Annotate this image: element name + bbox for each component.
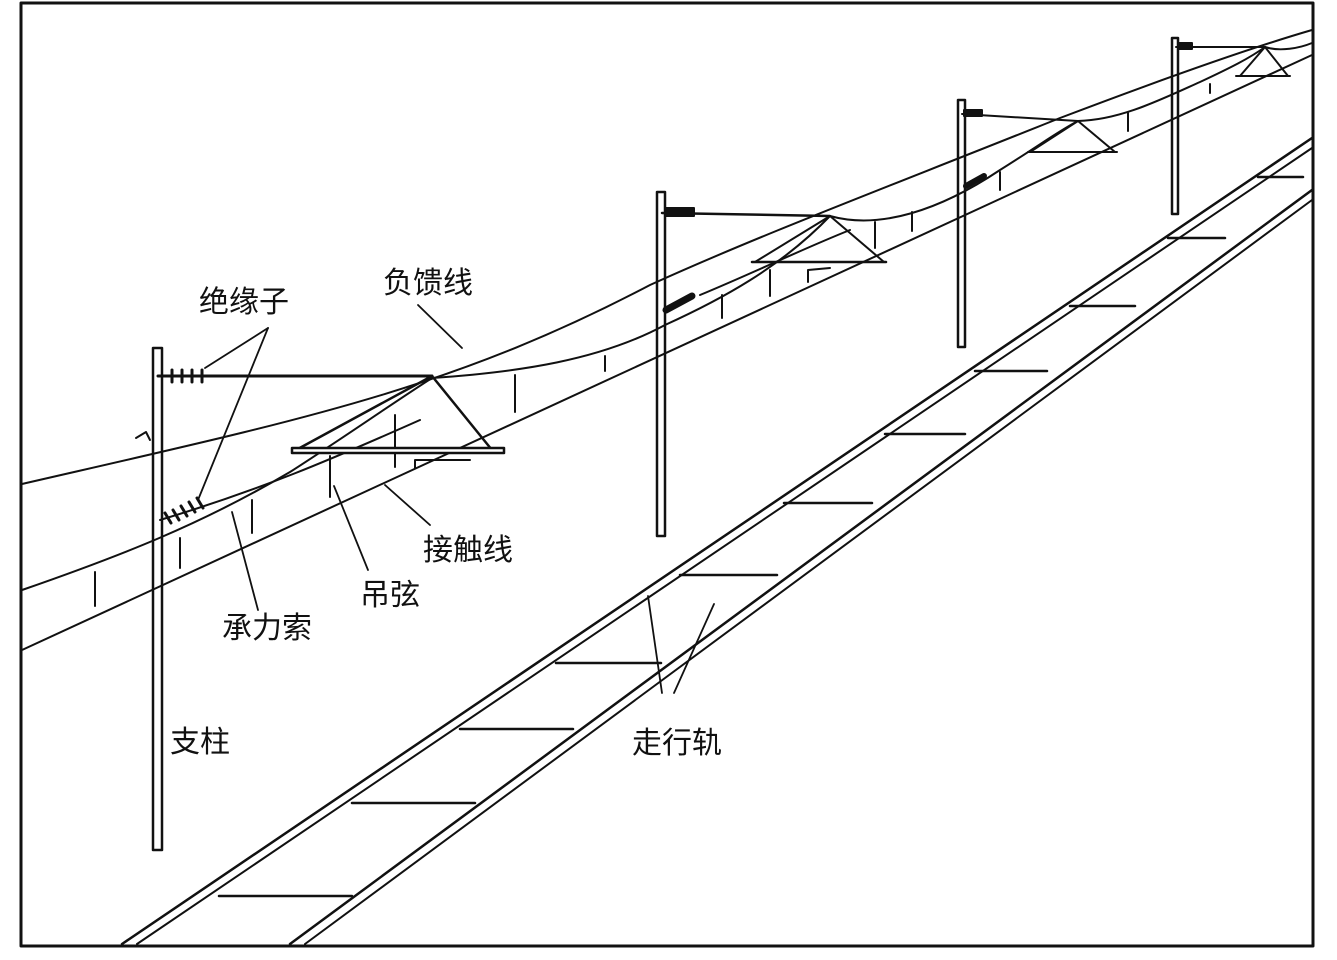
leader-negative-feeder: [417, 304, 463, 349]
leader-insulator-lower: [197, 327, 269, 501]
leader-running-rail-right: [673, 603, 715, 694]
label-insulator: 绝缘子: [199, 285, 289, 320]
insulator-upper: [170, 368, 204, 384]
leader-lines: [197, 304, 715, 694]
cantilever-1: [156, 368, 506, 525]
sleepers: [217, 175, 1305, 898]
leader-running-rail-left: [647, 595, 663, 694]
running-rail-right-inner: [304, 199, 1313, 945]
insulator: [963, 173, 987, 189]
contact-wire-stagger: [159, 229, 851, 521]
track: [120, 136, 1314, 946]
label-negative-feeder: 负馈线: [383, 266, 473, 301]
pole-1: [151, 346, 164, 852]
insulator-lower: [163, 496, 205, 525]
label-dropper: 吊弦: [360, 578, 420, 613]
insulator: [1177, 42, 1193, 50]
negative-feeder-wire: [21, 29, 1313, 485]
pole-2: [655, 190, 667, 538]
insulator: [662, 292, 696, 314]
leader-insulator-upper: [204, 327, 269, 369]
pole-3: [956, 98, 967, 349]
running-rail-left-inner: [136, 147, 1313, 945]
label-contact-wire: 接触线: [423, 533, 513, 568]
leader-dropper: [333, 485, 369, 571]
pole-4: [1170, 36, 1180, 216]
feeder-clamp: [135, 431, 151, 441]
diagram-frame: [19, 1, 1315, 948]
poles: [151, 36, 1180, 852]
cantilever-4: [1175, 42, 1291, 77]
label-messenger-wire: 承力索: [222, 611, 312, 646]
insulator: [963, 109, 983, 117]
leader-contact-wire: [384, 484, 431, 526]
label-running-rail: 走行轨: [632, 726, 722, 761]
leader-messenger: [231, 511, 259, 611]
cantilever-2: [660, 207, 888, 314]
contact-wire: [21, 54, 1313, 651]
insulator: [665, 207, 695, 217]
droppers: [94, 83, 1211, 607]
cantilever-3: [961, 109, 1118, 189]
running-rail-left: [120, 136, 1314, 946]
label-pole: 支柱: [170, 725, 230, 760]
running-rail-right: [288, 188, 1314, 946]
